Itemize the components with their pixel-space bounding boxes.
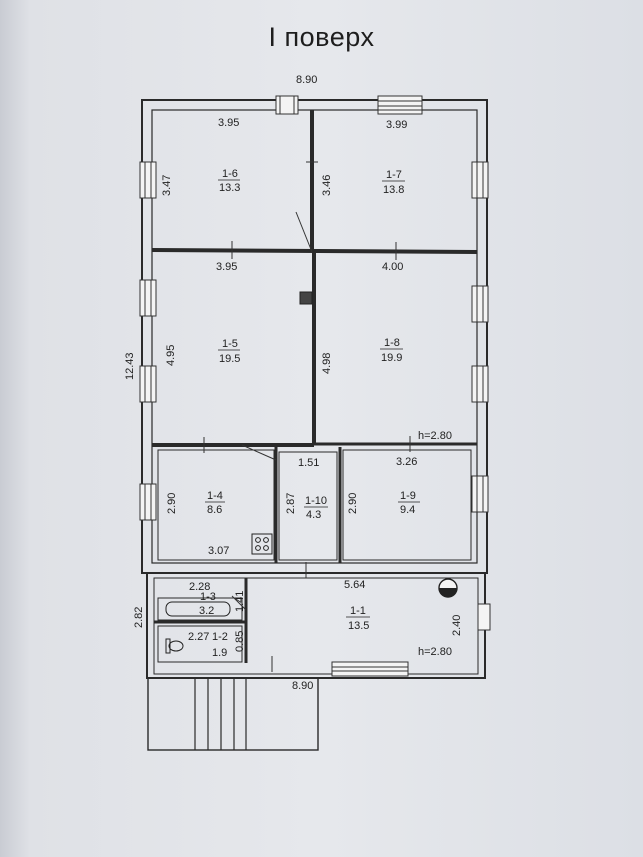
room-1-1-area: 13.5 <box>348 620 369 632</box>
door-swing-3 <box>231 595 247 611</box>
room-1-8-area: 19.9 <box>381 352 402 364</box>
dim-room9-width: 3.26 <box>396 456 417 468</box>
door-swing-2 <box>241 444 277 461</box>
window-bottom-annex <box>331 661 409 677</box>
window-top-left <box>275 95 299 115</box>
window-right-4 <box>471 475 489 513</box>
window-left-1 <box>139 161 157 199</box>
room-1-2-id: 1-2 <box>212 631 228 643</box>
dim-room5-width: 3.95 <box>216 261 237 273</box>
room-1-7-id: 1-7 <box>386 169 402 181</box>
dim-room10-width: 1.51 <box>298 457 319 469</box>
stove-burner-icon <box>255 545 261 551</box>
room-1-10-area: 4.3 <box>306 509 321 521</box>
stove-burner-icon <box>263 537 269 543</box>
window-left-4 <box>139 483 157 521</box>
dim-top-total: 8.90 <box>296 74 317 86</box>
plan-title: І поверх <box>268 22 375 52</box>
window-right-1 <box>471 161 489 199</box>
dim-room1-height: 2.40 <box>451 615 463 636</box>
dim-room7-height: 3.46 <box>321 175 333 196</box>
room-1-5-area: 19.5 <box>219 353 240 365</box>
dim-annex-width: 5.64 <box>344 579 365 591</box>
dim-room4-width: 3.07 <box>208 545 229 557</box>
dim-room9-height: 2.90 <box>347 493 359 514</box>
dim-room6-width: 3.95 <box>218 117 239 129</box>
room-1-3-box <box>157 597 243 621</box>
room-1-4-area: 8.6 <box>207 504 222 516</box>
porch <box>147 677 319 751</box>
wall-h-top-rooms <box>151 248 478 254</box>
room-1-9-id: 1-9 <box>400 490 416 502</box>
dim-bottom-total: 8.90 <box>292 680 313 692</box>
dim-room3-width: 2.28 <box>189 581 210 593</box>
dim-room5-height: 4.95 <box>165 345 177 366</box>
room-1-9-box <box>342 449 472 561</box>
room-1-7-area: 13.8 <box>383 184 404 196</box>
dim-total-height: 12.43 <box>124 352 136 380</box>
dim-room10-height: 2.87 <box>285 493 297 514</box>
room-1-10-id: 1-10 <box>305 495 327 507</box>
ceiling-height-annex: h=2.80 <box>418 646 452 658</box>
room-1-10-box <box>278 451 338 561</box>
room-1-8-id: 1-8 <box>384 337 400 349</box>
room-1-1-id: 1-1 <box>350 605 366 617</box>
dimension-ticks <box>203 161 411 672</box>
dim-room8-height: 4.98 <box>321 353 333 374</box>
window-annex-right <box>477 603 491 631</box>
room-1-6-area: 13.3 <box>219 182 240 194</box>
room-1-3-id: 1-3 <box>200 591 216 603</box>
boiler-icon-half <box>439 588 457 597</box>
dim-annex-height-left: 2.82 <box>133 607 145 628</box>
window-left-2 <box>139 279 157 317</box>
dim-room6-height: 3.47 <box>161 175 173 196</box>
stove-burner-icon <box>255 537 261 543</box>
outer-wall-inner <box>151 109 478 564</box>
dim-room2-height: 0.85 <box>234 631 246 652</box>
porch-steps <box>194 678 247 750</box>
chimney-icon <box>299 291 313 305</box>
stove-burner-icon <box>263 545 269 551</box>
room-1-4-box <box>157 449 275 561</box>
window-top-right <box>377 95 423 115</box>
door-swing-1 <box>295 211 313 253</box>
room-1-6-id: 1-6 <box>222 168 238 180</box>
room-1-3-area: 3.2 <box>199 605 214 617</box>
room-1-9-area: 9.4 <box>400 504 415 516</box>
dim-room8-width: 4.00 <box>382 261 403 273</box>
room-1-4-id: 1-4 <box>207 490 223 502</box>
window-right-2 <box>471 285 489 323</box>
ceiling-height-main: h=2.80 <box>418 430 452 442</box>
room-1-2-box <box>157 625 243 663</box>
room-1-2-area: 1.9 <box>212 647 227 659</box>
toilet-icon <box>168 640 184 652</box>
window-left-3 <box>139 365 157 403</box>
toilet-tank-icon <box>165 638 171 654</box>
window-right-3 <box>471 365 489 403</box>
dim-room7-width: 3.99 <box>386 119 407 131</box>
stove-icon <box>251 533 273 555</box>
dim-room4-height: 2.90 <box>166 493 178 514</box>
dim-room3-height: 1.41 <box>234 591 246 612</box>
bathtub-icon <box>165 601 231 617</box>
dim-room2-width: 2.27 <box>188 631 209 643</box>
room-1-5-id: 1-5 <box>222 338 238 350</box>
